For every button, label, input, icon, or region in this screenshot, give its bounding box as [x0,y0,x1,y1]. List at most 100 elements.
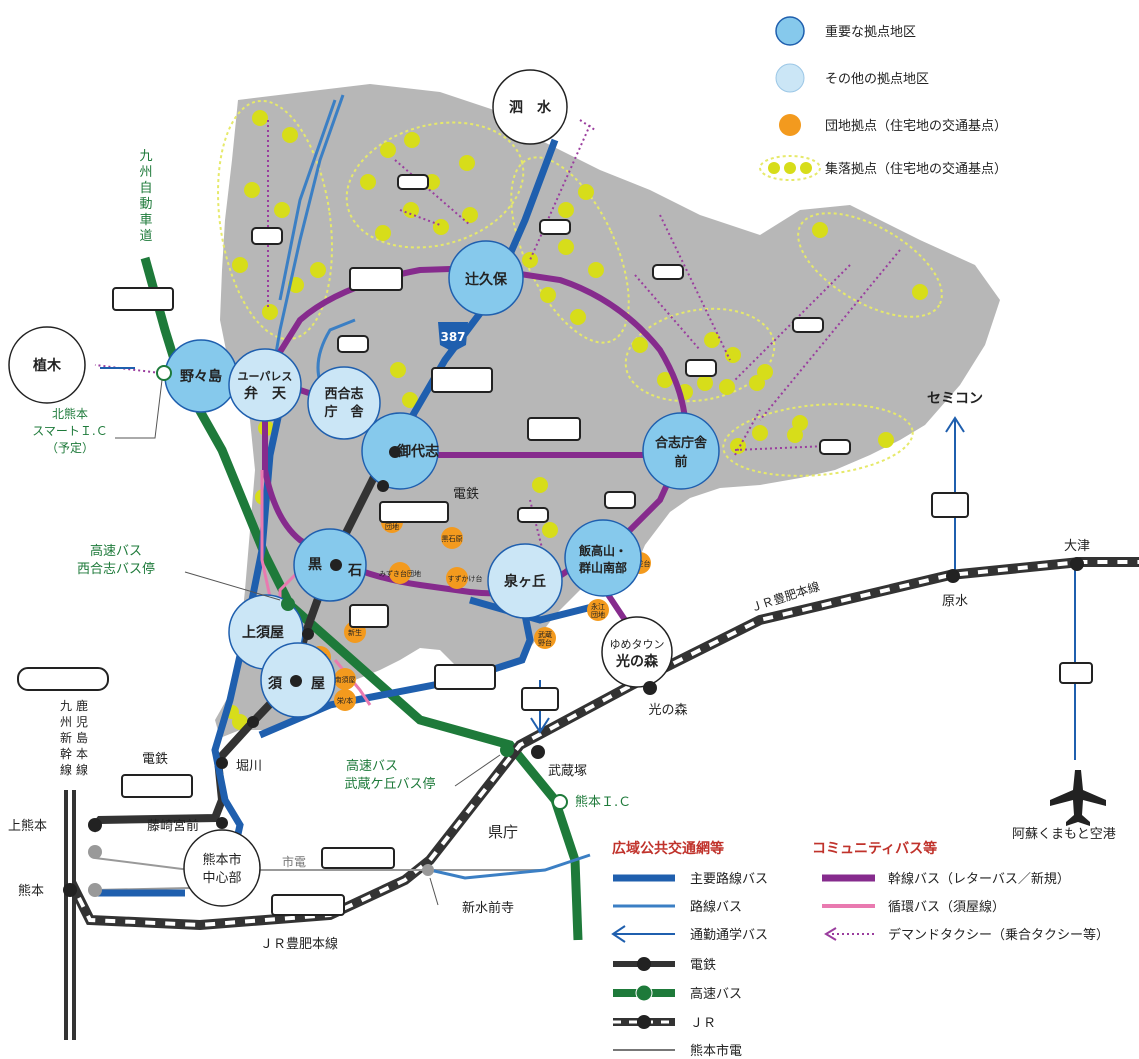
place-hikarinomori: 光の森 [648,703,687,718]
legend-route-bus: 路線バス [690,899,742,915]
hub-kuroishi-a: 黒 [308,557,322,573]
danchi-label-mizuki: みずき台団地 [379,569,421,578]
hub-koshi-1: 合志庁舎 [655,435,708,451]
place-youme-2: 光の森 [615,653,659,670]
legend-regional-title: 広域公共交通網等 [612,840,724,857]
place-hwbus-nishi-1: 高速バス [90,543,142,559]
legend-main-bus: 主要路線バス [690,871,768,887]
legend-bottom: 広域公共交通網等 コミュニティバス等 主要路線バス 路線バス 通勤通学バス 電鉄… [611,840,1109,1059]
kagoshima-line-char: 児 [76,715,88,729]
tram-stops [88,845,434,897]
shinkansen-char: 新 [60,730,72,745]
legend-commuter-bus: 通勤通学バス [690,927,768,943]
place-hwbus-musashi-2: 武蔵ケ丘バス停 [344,776,435,792]
hub-circles [164,240,720,718]
place-ueki: 植木 [32,357,62,374]
place-koshi-sui: 泗 水 [509,99,552,116]
hub-nishigoshi-1: 西合志 [324,386,363,402]
place-jr-hohi-2: ＪＲ豊肥本線 [260,936,338,952]
danchi-label-kuroishihara: 黒石原 [442,535,463,543]
danchi-label-nagae: 永江団地 [591,602,605,619]
place-fujisakigu: 藤崎宮前 [147,818,199,834]
kagoshima-line-char: 島 [76,730,88,745]
legend-major-hub: 重要な拠点地区 [825,24,916,40]
legend-trunk-bus: 幹線バス（レターバス／新規） [888,871,1070,887]
danchi-label-musashi: 武蔵野台 [538,630,552,647]
hub-suya-a: 須 [267,676,283,692]
legend-tram: 熊本市電 [690,1043,742,1059]
svg-text:九: 九 [139,149,152,164]
bus-icons [17,267,1093,916]
place-kamikumamoto: 上熊本 [8,818,47,834]
legend-village: 集落拠点（住宅地の交通基点） [825,161,1007,177]
place-circles [8,69,673,907]
svg-text:自: 自 [139,181,152,196]
place-otsu: 大津 [1064,539,1090,554]
legend-highway-bus: 高速バス [690,986,742,1002]
dentetsu-line [88,453,389,833]
station-dots [63,446,1084,897]
place-musashizuka: 武蔵塚 [548,764,587,779]
danchi-label-suzukake: すずかけ台 [448,574,483,583]
airplane-icon [1050,770,1106,826]
hub-kamisuya: 上須屋 [242,625,284,641]
place-shiden: 市電 [282,854,306,869]
place-haramizu: 原水 [942,594,968,609]
place-kumamoto: 熊本 [18,883,44,899]
place-kumamoto-ic: 熊本Ｉ.Ｃ [575,794,631,810]
hub-iitaka-2: 群山南部 [578,560,627,575]
highway-stops [156,365,568,810]
place-horikawa: 堀川 [236,759,262,774]
shinkansen-char: 州 [60,715,72,729]
hub-yuparesu: ユーパレス [238,370,293,383]
svg-text:動: 動 [139,197,152,212]
leader-lines [115,379,501,906]
tram-line [94,857,545,891]
legend-jr: ＪＲ [690,1016,716,1031]
place-kumamoto-center-1: 熊本市 [202,852,241,868]
place-kita-ic-2: スマートＩ.Ｃ [32,424,107,438]
hub-kuroishi-b: 石 [347,563,362,579]
kagoshima-line-char: 鹿 [76,698,88,713]
village-clusters [217,99,943,477]
kagoshima-line [64,790,76,1040]
svg-text:道: 道 [139,229,152,244]
place-kencho: 県庁 [488,823,518,841]
shinkansen-char: 九 [60,699,72,713]
svg-text:州: 州 [139,165,152,180]
place-hwbus-musashi-1: 高速バス [346,758,398,774]
place-kita-ic-1: 北熊本 [52,406,88,421]
place-youme-1: ゆめタウン [610,638,665,651]
place-aso-airport: 阿蘇くまもと空港 [1012,827,1116,842]
route-387-shield: 387 [438,322,468,352]
taxi-icons [251,174,851,523]
legend-other-hub: その他の拠点地区 [825,72,929,87]
place-semicon: セミコン [927,391,983,407]
hub-miyoshi: 御代志 [396,443,439,460]
legend-demand-taxi: デマンドタクシー（乗合タクシー等） [888,927,1109,943]
danchi-label-tohon: 栄/本 [337,696,353,705]
place-shinsuizenji: 新水前寺 [462,900,514,916]
shinkansen-char: 幹 [60,746,72,761]
danchi-label-nanshu: 南須屋 [335,675,356,684]
hub-tsujikubo: 辻久保 [465,271,508,288]
hub-koshi-2: 前 [674,454,687,470]
place-hwbus-nishi-2: 西合志バス停 [77,561,155,577]
place-kita-ic-3: （予定） [46,440,94,455]
kagoshima-line-char: 線 [76,762,88,777]
hub-iitaka-1: 飯高山・ [578,543,627,558]
hub-nonoshima: 野々島 [180,368,222,385]
place-dentetsu-a: 電鉄 [453,487,479,502]
hub-suya-b: 屋 [311,676,325,692]
hub-izumigaoka: 泉ヶ丘 [504,573,546,590]
jr-hohi-line [65,557,1139,931]
hub-benten: 弁 天 [244,385,287,402]
shinkansen-char: 線 [60,762,72,777]
legend-loop-bus: 循環バス（須屋線） [888,899,1005,915]
legend-electric-rail: 電鉄 [690,958,716,973]
kyushu-expressway-label: 九 州 自 動 車 道 [139,149,152,244]
legend-danchi: 団地拠点（住宅地の交通基点） [825,118,1007,134]
